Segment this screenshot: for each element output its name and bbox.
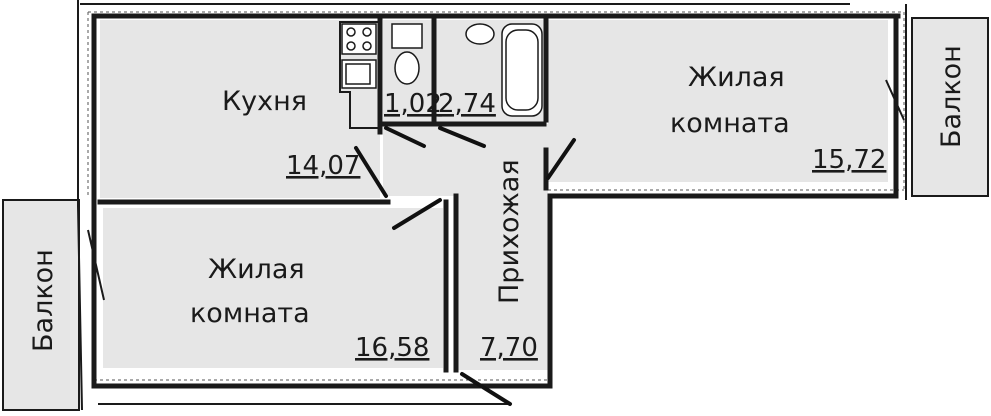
balcony-right-door xyxy=(885,79,905,121)
living-room-top-label-line1: Жилая xyxy=(688,62,785,93)
kitchen-counter xyxy=(339,21,381,129)
balcony-right xyxy=(911,17,989,197)
outer-walls xyxy=(91,13,901,389)
hallway-label: Прихожая xyxy=(494,159,525,304)
kitchen-door xyxy=(354,146,388,198)
wc-door xyxy=(384,126,426,148)
toilet-bowl-icon xyxy=(394,51,420,85)
living-room-top-door xyxy=(546,138,576,180)
hallway-area xyxy=(383,124,548,370)
kitchen-area xyxy=(100,20,380,198)
living-room-bottom-door xyxy=(392,198,442,230)
balcony-left xyxy=(2,199,80,411)
wc-area-value: 1,02 xyxy=(384,89,442,119)
living-room-top-label-line2: комната xyxy=(670,108,790,139)
bathroom-area-value: 2,74 xyxy=(438,89,496,119)
hallway-area-value: 7,70 xyxy=(480,333,538,363)
outer-wall-outline xyxy=(77,0,907,411)
stove-icon xyxy=(341,23,377,55)
kitchen-label: Кухня xyxy=(222,86,307,117)
living-room-bottom-label-line1: Жилая xyxy=(208,254,305,285)
living-room-top-area-value: 15,72 xyxy=(812,145,886,175)
bathroom-sink-icon xyxy=(465,23,495,45)
kitchen-area-value: 14,07 xyxy=(286,151,360,181)
bathroom-door xyxy=(438,126,486,148)
living-room-top-area xyxy=(548,20,888,182)
living-room-bottom-label-line2: комната xyxy=(190,298,310,329)
balcony-left-label: Балкон xyxy=(28,249,59,352)
entrance-door xyxy=(460,372,512,406)
living-room-bottom-area xyxy=(103,208,443,368)
balcony-left-door xyxy=(87,229,105,301)
balcony-right-label: Балкон xyxy=(936,45,967,148)
toilet-tank-icon xyxy=(391,23,423,49)
living-room-bottom-area-value: 16,58 xyxy=(355,333,429,363)
